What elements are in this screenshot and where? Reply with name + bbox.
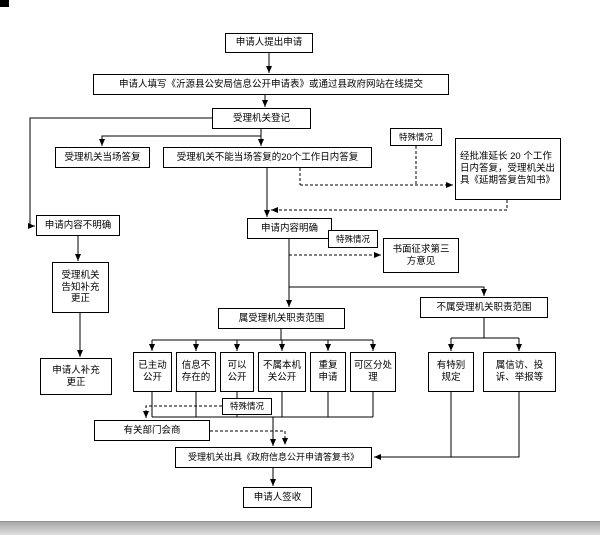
node-third-party-opinion: 书面征求第三方意见 [383,238,459,273]
node-onspot-reply: 受理机关当场答复 [55,147,150,168]
window-bottom-edge [0,521,600,535]
node-submit-application: 申请人提出申请 [225,33,313,53]
node-applicant-supplement: 申请人补充更正 [40,358,112,395]
node-inform-supplement: 受理机关告知补充更正 [52,262,109,313]
node-applicant-sign: 申请人签收 [243,487,312,508]
node-reply-document: 受理机关出具《政府信息公开申请答复书》 [175,447,372,468]
node-fill-form: 申请人填写《沂源县公安局信息公开申请表》或通过县政府网站在线提交 [93,74,449,95]
node-repeated-application: 重复申请 [310,352,346,392]
label-special-case-3: 特殊情况 [222,398,272,415]
page-corner-mark [0,0,9,7]
node-within-scope: 属受理机关职责范围 [218,308,345,329]
node-not-this-authority: 不属本机关公开 [258,352,306,392]
label-special-case-2: 特殊情况 [328,230,378,248]
node-department-consultation: 有关部门会商 [94,420,210,441]
node-content-clear: 申请内容明确 [247,218,332,239]
node-reply-within-20-days: 受理机关不能当场答复的20个工作日内答复 [163,147,372,168]
node-special-provisions: 有特别规定 [428,352,474,392]
node-register: 受理机关登记 [212,108,311,129]
node-can-disclose: 可以公开 [220,352,254,392]
node-extended-reply: 经批准延长 20 个工作日内答复，受理机关出具《延期答复告知书》 [455,138,561,200]
node-petition-complaint: 属信访、投诉、举报等 [483,352,556,392]
node-info-not-exist: 信息不存在的 [176,352,216,392]
node-outside-scope: 不属受理机关职责范围 [420,297,548,318]
node-already-disclosed: 已主动公开 [133,352,172,392]
node-content-unclear: 申请内容不明确 [36,215,120,236]
node-separable-handling: 可区分处理 [350,352,396,392]
label-special-case-1: 特殊情况 [390,128,442,146]
